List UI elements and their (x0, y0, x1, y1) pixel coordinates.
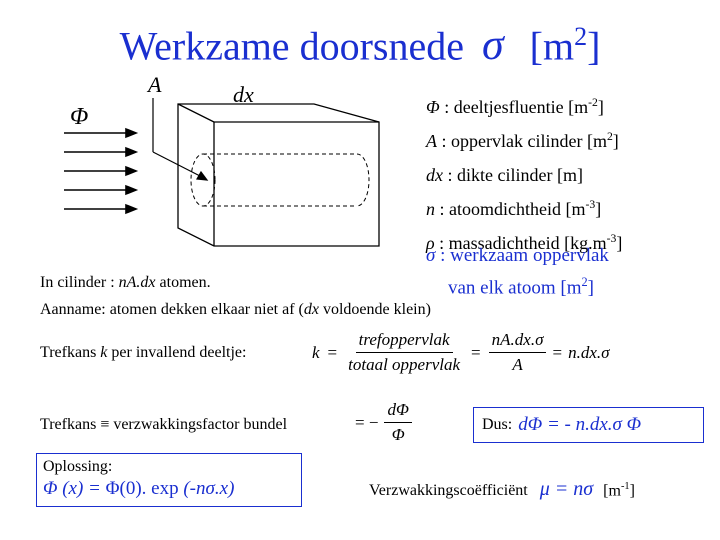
legend-item: dx : dikte cilinder [m] (426, 156, 622, 190)
conclusion-label: Dus: (482, 416, 513, 433)
block-outline (177, 103, 380, 247)
in-cylinder-pre: In cilinder : (40, 274, 119, 291)
conclusion-box: Dus: dΦ = - n.dx.σ Φ (473, 407, 704, 443)
legend-description: : atoomdichtheid [m (435, 199, 586, 219)
legend-exponent: -2 (588, 96, 598, 109)
legend-description: : dikte cilinder [m] (443, 165, 583, 185)
legend-symbol: n (426, 199, 435, 219)
area-pointer (152, 98, 209, 181)
legend-description: : deeltjesfluentie [m (439, 97, 589, 117)
legend-item: A : oppervlak cilinder [m2] (426, 122, 622, 156)
attenuation-eq-sign: = − (355, 412, 379, 432)
legend-close: ] (595, 199, 602, 219)
eq-result: n.dx.σ (568, 342, 610, 362)
hit-label-post: per invallend deeltje: (107, 344, 247, 361)
eq-k: k (312, 342, 320, 362)
assumption-line: Aanname: atomen dekken elkaar niet af (d… (40, 301, 431, 319)
fraction-area-ratio: trefoppervlak totaal oppervlak (345, 330, 463, 375)
fraction-atoms-den: A (512, 355, 523, 374)
legend-exponent: 2 (606, 130, 613, 143)
title-unit-open: [m (529, 23, 575, 69)
legend-symbol: ρ (426, 233, 435, 253)
legend-symbol: Φ (426, 97, 440, 117)
label-thickness-dx: dx (233, 82, 254, 107)
legend-item: Φ : deeltjesfluentie [m-2] (426, 88, 622, 122)
sigma-line2: van elk atoom [m (448, 277, 582, 299)
symbol-legend: Φ : deeltjesfluentie [m-2] A : oppervlak… (426, 88, 622, 258)
title-unit-exp: 2 (574, 22, 588, 51)
page-title: Werkzame doorsnede σ [m2] (0, 14, 720, 69)
hit-label-k: k (100, 344, 108, 361)
coefficient-unit-exp: -1 (620, 480, 630, 492)
legend-description: : oppervlak cilinder [m (437, 131, 607, 151)
coefficient-unit-close: ] (629, 482, 635, 499)
legend-description: : massadichtheid [kg.m (434, 233, 607, 253)
solution-formula-lhs: Φ (x) = (43, 478, 106, 499)
legend-exponent: -3 (606, 232, 617, 245)
fraction-atoms: nA.dx.σ A (488, 330, 547, 375)
solution-formula-exp: (-nσ.x) (183, 478, 235, 499)
legend-symbol: dx (426, 165, 443, 185)
legend-exponent: -3 (585, 198, 596, 211)
eq-sign-1: = (327, 342, 338, 362)
in-cylinder-expr: nA.dx (118, 274, 156, 291)
assumption-post: voldoende klein) (318, 301, 431, 318)
attenuation-label: Trefkans ≡ verzwakkingsfactor bundel (40, 416, 288, 433)
fraction-phi: Φ (391, 425, 405, 444)
coefficient-label: Verzwakkingscoëfficiënt (369, 482, 528, 499)
eq-sign-2: = (471, 342, 481, 362)
hit-label-pre: Trefkans (40, 344, 101, 361)
attenuation-equation: = − dΦ Φ (355, 400, 412, 445)
solution-box: Oplossing: Φ (x) = Φ(0). exp (-nσ.x) (36, 453, 302, 507)
legend-item: ρ : massadichtheid [kg.m-3] (426, 224, 622, 258)
sigma-line1: : werkzaam oppervlak (435, 245, 609, 266)
legend-symbol: A (426, 131, 437, 151)
coefficient-formula: μ = nσ (539, 478, 594, 500)
fraction-dphi-phi: dΦ Φ (384, 400, 412, 445)
sigma-close: ] (587, 277, 594, 299)
label-flux-phi: Φ (70, 104, 89, 130)
in-cylinder-line: In cilinder : nA.dx atomen. (40, 274, 211, 292)
coefficient-unit-open: [m (603, 482, 621, 499)
label-area-A: A (148, 72, 162, 97)
attenuation-coefficient: Verzwakkingscoëfficiënt μ = nσ [m-1] (369, 478, 635, 501)
title-unit-close: ] (587, 23, 601, 69)
fraction-area-ratio-den: totaal oppervlak (348, 355, 461, 374)
sigma-definition: σ : werkzaam oppervlak van elk atoom [m2… (426, 243, 609, 301)
solution-formula-mid: Φ(0). exp (105, 478, 184, 499)
eq-sign-3: = (552, 342, 563, 362)
hit-probability-equation: k = trefoppervlak totaal oppervlak = nA.… (312, 330, 610, 375)
fraction-dphi: dΦ (384, 400, 412, 423)
solution-label: Oplossing: (43, 458, 113, 475)
legend-close: ] (616, 233, 623, 253)
fraction-atoms-num: nA.dx.σ (488, 330, 547, 353)
title-text: Werkzame doorsnede (119, 23, 464, 69)
conclusion-formula: dΦ = - n.dx.σ Φ (518, 414, 642, 435)
fraction-area-ratio-num: trefoppervlak (355, 330, 453, 353)
sigma-exp: 2 (581, 275, 588, 289)
legend-close: ] (597, 97, 604, 117)
assumption-pre: Aanname: atomen dekken elkaar niet af ( (40, 301, 304, 318)
sigma-symbol: σ (426, 245, 436, 266)
legend-item: n : atoomdichtheid [m-3] (426, 190, 622, 224)
flux-arrows (64, 127, 139, 215)
legend-close: ] (612, 131, 619, 151)
title-sigma-symbol: σ (481, 20, 504, 70)
hit-probability-label: Trefkans k per invallend deeltje: (40, 344, 246, 362)
inner-cylinder (190, 153, 370, 207)
in-cylinder-post: atomen. (155, 274, 211, 291)
assumption-expr: dx (303, 301, 319, 318)
